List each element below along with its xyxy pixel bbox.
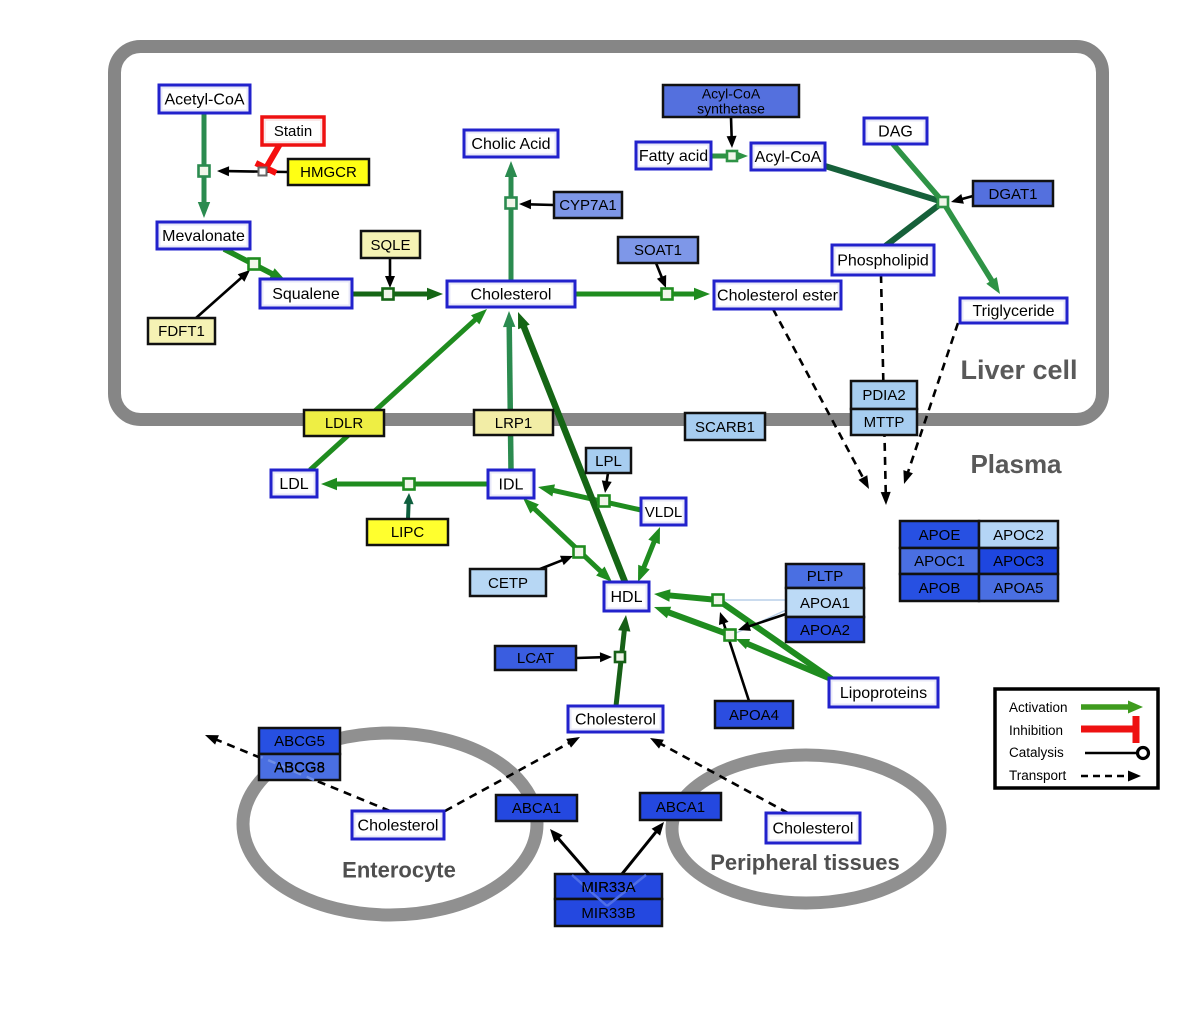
svg-text:DAG: DAG bbox=[878, 124, 913, 141]
svg-text:Catalysis: Catalysis bbox=[1009, 745, 1064, 760]
svg-text:APOA5: APOA5 bbox=[993, 580, 1043, 597]
svg-text:Cholic Acid: Cholic Acid bbox=[471, 136, 550, 153]
svg-text:Enterocyte: Enterocyte bbox=[342, 858, 456, 883]
svg-text:APOE: APOE bbox=[919, 527, 961, 544]
svg-text:Lipoproteins: Lipoproteins bbox=[840, 685, 927, 702]
svg-text:SQLE: SQLE bbox=[370, 237, 410, 254]
svg-text:APOC1: APOC1 bbox=[914, 553, 965, 570]
svg-text:LCAT: LCAT bbox=[517, 650, 554, 667]
svg-text:APOB: APOB bbox=[919, 580, 961, 597]
svg-text:Acyl-CoA: Acyl-CoA bbox=[755, 149, 822, 166]
svg-text:APOC2: APOC2 bbox=[993, 527, 1044, 544]
svg-text:MIR33A: MIR33A bbox=[581, 879, 635, 896]
svg-text:MIR33A: MIR33A bbox=[581, 879, 635, 896]
svg-text:MIR33B: MIR33B bbox=[581, 905, 635, 922]
svg-text:PDIA2: PDIA2 bbox=[862, 387, 905, 404]
svg-text:PLTP: PLTP bbox=[807, 568, 843, 585]
svg-text:synthetase: synthetase bbox=[697, 100, 765, 116]
svg-text:ABCG8: ABCG8 bbox=[274, 759, 325, 776]
svg-text:SOAT1: SOAT1 bbox=[634, 242, 682, 259]
svg-text:Peripheral tissues: Peripheral tissues bbox=[710, 850, 900, 875]
svg-text:Inhibition: Inhibition bbox=[1009, 723, 1063, 738]
svg-text:LPL: LPL bbox=[595, 453, 622, 470]
svg-text:Cholesterol: Cholesterol bbox=[471, 287, 552, 304]
svg-text:Fatty acid: Fatty acid bbox=[639, 148, 708, 165]
svg-text:IDL: IDL bbox=[499, 477, 524, 494]
svg-text:FDFT1: FDFT1 bbox=[158, 323, 205, 340]
svg-text:Mevalonate: Mevalonate bbox=[162, 228, 245, 245]
svg-text:HMGCR: HMGCR bbox=[300, 164, 357, 181]
svg-text:Plasma: Plasma bbox=[970, 449, 1062, 479]
svg-text:Triglyceride: Triglyceride bbox=[972, 303, 1054, 320]
svg-text:DGAT1: DGAT1 bbox=[989, 186, 1038, 203]
svg-text:Activation: Activation bbox=[1009, 700, 1068, 715]
svg-text:Cholesterol: Cholesterol bbox=[358, 818, 439, 835]
svg-text:MTTP: MTTP bbox=[864, 414, 905, 431]
svg-text:LRP1: LRP1 bbox=[495, 415, 533, 432]
svg-text:APOC3: APOC3 bbox=[993, 553, 1044, 570]
svg-text:Transport: Transport bbox=[1009, 768, 1067, 783]
svg-text:APOA1: APOA1 bbox=[800, 595, 850, 612]
svg-text:Liver cell: Liver cell bbox=[960, 355, 1077, 385]
svg-text:Cholesterol: Cholesterol bbox=[773, 821, 854, 838]
svg-text:LIPC: LIPC bbox=[391, 524, 425, 541]
svg-text:APOA4: APOA4 bbox=[729, 707, 779, 724]
svg-text:Acetyl-CoA: Acetyl-CoA bbox=[164, 92, 244, 109]
svg-text:ABCA1: ABCA1 bbox=[512, 800, 561, 817]
svg-text:Acyl-CoA: Acyl-CoA bbox=[702, 85, 761, 101]
svg-text:Phospholipid: Phospholipid bbox=[837, 253, 929, 270]
svg-text:SCARB1: SCARB1 bbox=[695, 419, 755, 436]
svg-text:ABCG5: ABCG5 bbox=[274, 733, 325, 750]
svg-text:Cholesterol ester: Cholesterol ester bbox=[717, 288, 839, 305]
svg-text:ABCA1: ABCA1 bbox=[656, 799, 705, 816]
svg-text:CYP7A1: CYP7A1 bbox=[559, 197, 617, 214]
svg-text:Statin: Statin bbox=[274, 123, 312, 140]
svg-text:LDLR: LDLR bbox=[325, 415, 364, 432]
svg-text:HDL: HDL bbox=[610, 589, 642, 606]
svg-text:VLDL: VLDL bbox=[645, 504, 683, 521]
svg-text:CETP: CETP bbox=[488, 575, 528, 592]
svg-text:Squalene: Squalene bbox=[272, 286, 340, 303]
svg-text:APOA2: APOA2 bbox=[800, 622, 850, 639]
svg-text:Cholesterol: Cholesterol bbox=[575, 712, 656, 729]
svg-text:LDL: LDL bbox=[279, 476, 308, 493]
svg-text:ABCG8: ABCG8 bbox=[274, 759, 325, 776]
